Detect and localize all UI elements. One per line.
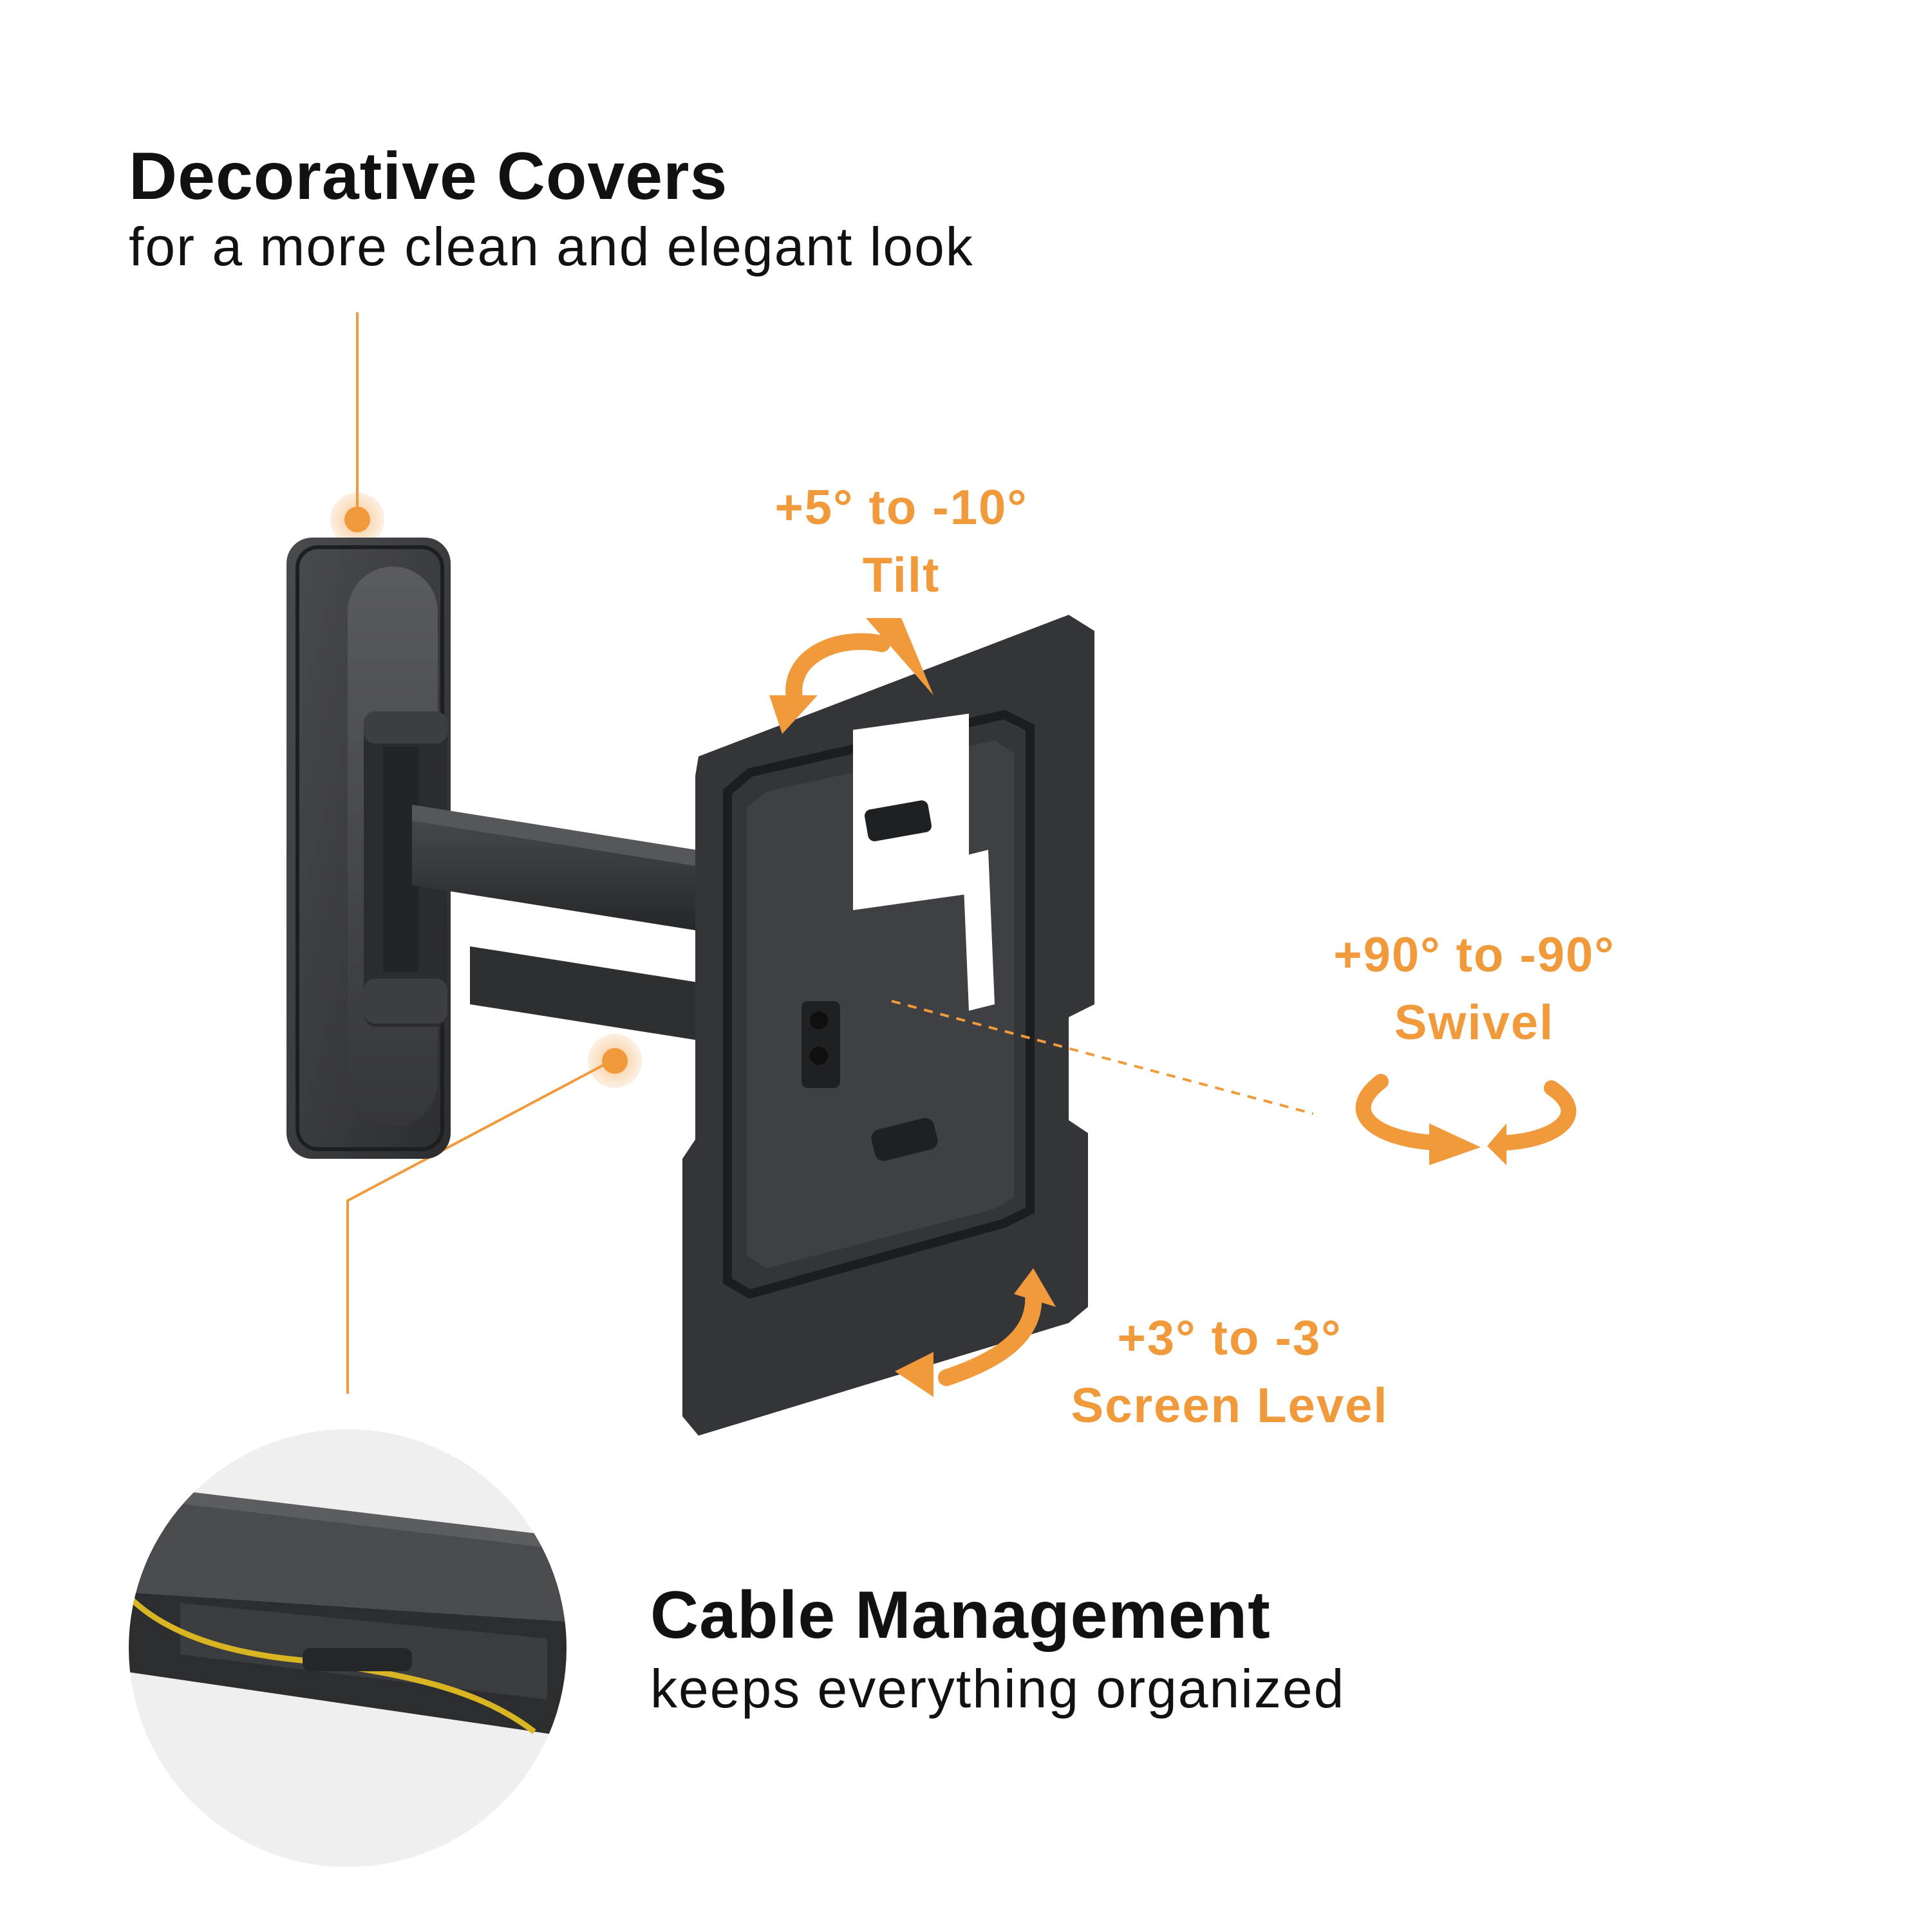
tilt-arrow-icon bbox=[769, 618, 933, 734]
cable-management-title: Cable Management bbox=[650, 1578, 1271, 1653]
hinge-joint bbox=[364, 711, 447, 1027]
screen-level-arrow-icon bbox=[895, 1268, 1056, 1397]
screen-level-label: Screen Level bbox=[1071, 1378, 1389, 1433]
decorative-covers-title: Decorative Covers bbox=[129, 139, 728, 214]
swing-arm bbox=[412, 805, 715, 1043]
tilt-label: Tilt bbox=[862, 548, 941, 603]
swivel-label: Swivel bbox=[1394, 995, 1555, 1050]
tilt-range: +5° to -10° bbox=[774, 480, 1028, 535]
callout-dot-cable bbox=[588, 1034, 642, 1088]
cable-management-detail bbox=[129, 1429, 567, 1867]
cable-management-subtitle: keeps everything organized bbox=[650, 1658, 1346, 1719]
screen-level-range: +3° to -3° bbox=[1117, 1311, 1342, 1365]
decorative-covers-subtitle: for a more clean and elegant look bbox=[129, 216, 974, 277]
callout-dot-covers bbox=[330, 492, 384, 547]
vesa-plate bbox=[682, 615, 1094, 1436]
swivel-axis-line bbox=[891, 1000, 1314, 1115]
swivel-arrow-icon bbox=[1355, 1074, 1577, 1165]
swivel-range: +90° to -90° bbox=[1333, 928, 1615, 982]
callout-line-cable bbox=[346, 1058, 615, 1394]
